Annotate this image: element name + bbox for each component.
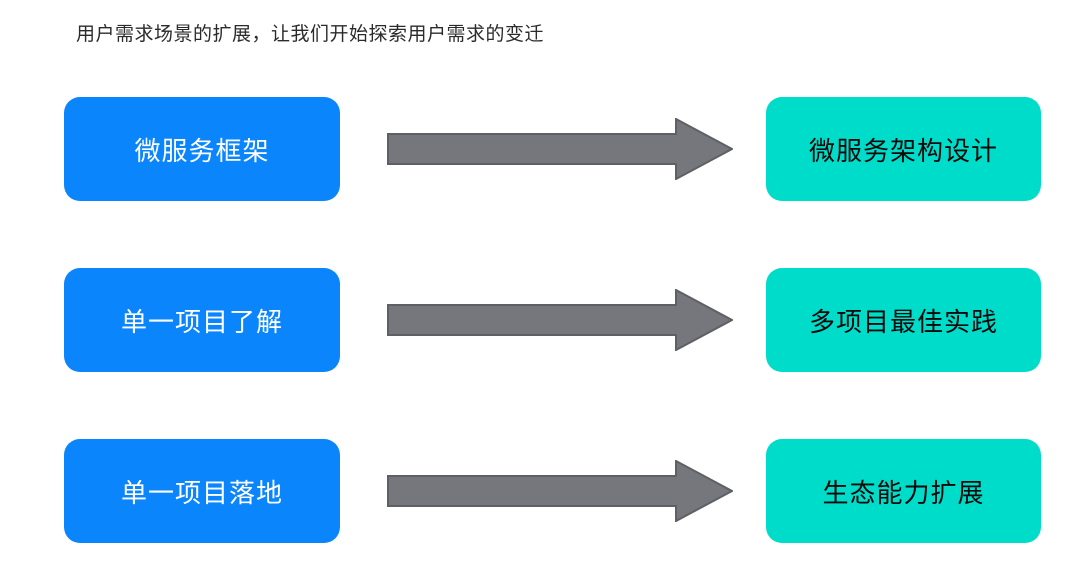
source-box[interactable]: 单一项目落地 <box>64 439 340 543</box>
target-box-label: 微服务架构设计 <box>808 135 998 166</box>
right-arrow-icon <box>387 118 733 180</box>
target-box[interactable]: 生态能力扩展 <box>766 439 1041 543</box>
right-arrow-icon <box>387 289 733 351</box>
source-box-label: 单一项目落地 <box>120 477 283 508</box>
target-box[interactable]: 多项目最佳实践 <box>766 268 1041 372</box>
source-box[interactable]: 微服务框架 <box>64 97 340 201</box>
slide-title: 用户需求场景的扩展，让我们开始探索用户需求的变迁 <box>76 24 545 45</box>
target-box[interactable]: 微服务架构设计 <box>766 97 1041 201</box>
target-box-label: 生态能力扩展 <box>822 477 985 508</box>
right-arrow-icon <box>387 460 733 522</box>
transition-row: 微服务框架 微服务架构设计 <box>0 97 1080 201</box>
source-box[interactable]: 单一项目了解 <box>64 268 340 372</box>
target-box-label: 多项目最佳实践 <box>808 306 998 337</box>
transition-row: 单一项目落地 生态能力扩展 <box>0 439 1080 543</box>
source-box-label: 单一项目了解 <box>120 306 283 337</box>
source-box-label: 微服务框架 <box>134 135 270 166</box>
transition-row: 单一项目了解 多项目最佳实践 <box>0 268 1080 372</box>
